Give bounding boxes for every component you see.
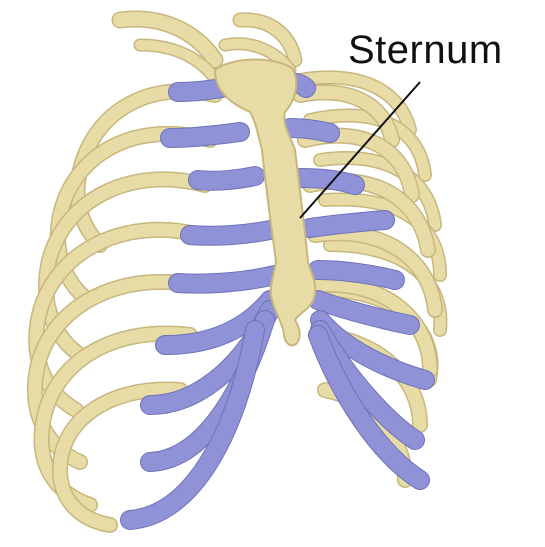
- left-costal-cartilage-5: [178, 275, 275, 284]
- left-rib-1-outline: [78, 91, 215, 245]
- sternum-label: Sternum: [348, 28, 503, 73]
- left-costal-cartilage-4: [190, 230, 270, 236]
- right-costal-cartilage-5: [318, 270, 395, 280]
- right-costal-cartilage-4: [310, 220, 385, 228]
- left-rib-1: [78, 91, 215, 245]
- left-costal-cartilage-2: [170, 132, 240, 138]
- right-costal-cartilage-2: [290, 128, 330, 133]
- left-costal-cartilage-3: [198, 176, 255, 181]
- left-costal-cartilage-1: [178, 88, 222, 92]
- right-costal-cartilage-3: [300, 178, 355, 185]
